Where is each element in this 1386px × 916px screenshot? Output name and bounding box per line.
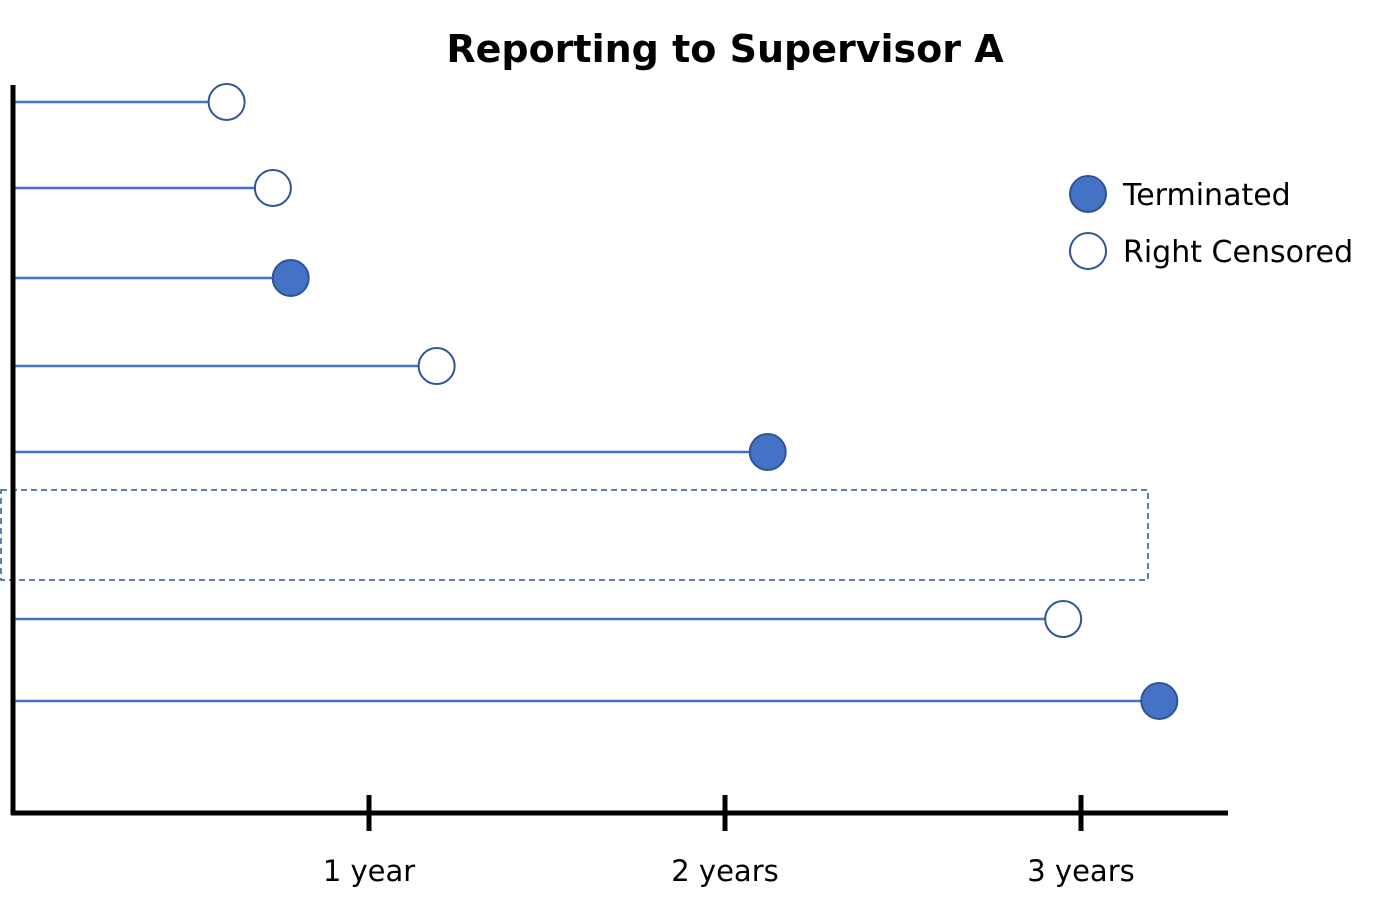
censored-marker [207,83,246,121]
legend-label: Right Censored [1123,235,1353,270]
x-tick-label: 1 year [323,854,415,888]
axes: 1 year 2 years 3 years [10,85,1228,888]
highlight-box [0,489,1149,581]
terminated-marker [271,259,310,297]
terminated-marker [748,433,787,471]
censored-marker [253,169,292,207]
legend-label: Terminated [1122,178,1291,213]
terminated-marker [1140,682,1179,720]
censored-marker [1044,600,1083,638]
chart-title: Reporting to Supervisor A [446,27,1004,71]
plot-area [0,83,1179,720]
x-tick-label: 3 years [1027,854,1134,888]
censored-marker [417,347,456,385]
legend-censored-marker [1069,232,1107,270]
x-tick-label: 2 years [671,854,778,888]
legend-terminated-marker [1069,175,1107,213]
